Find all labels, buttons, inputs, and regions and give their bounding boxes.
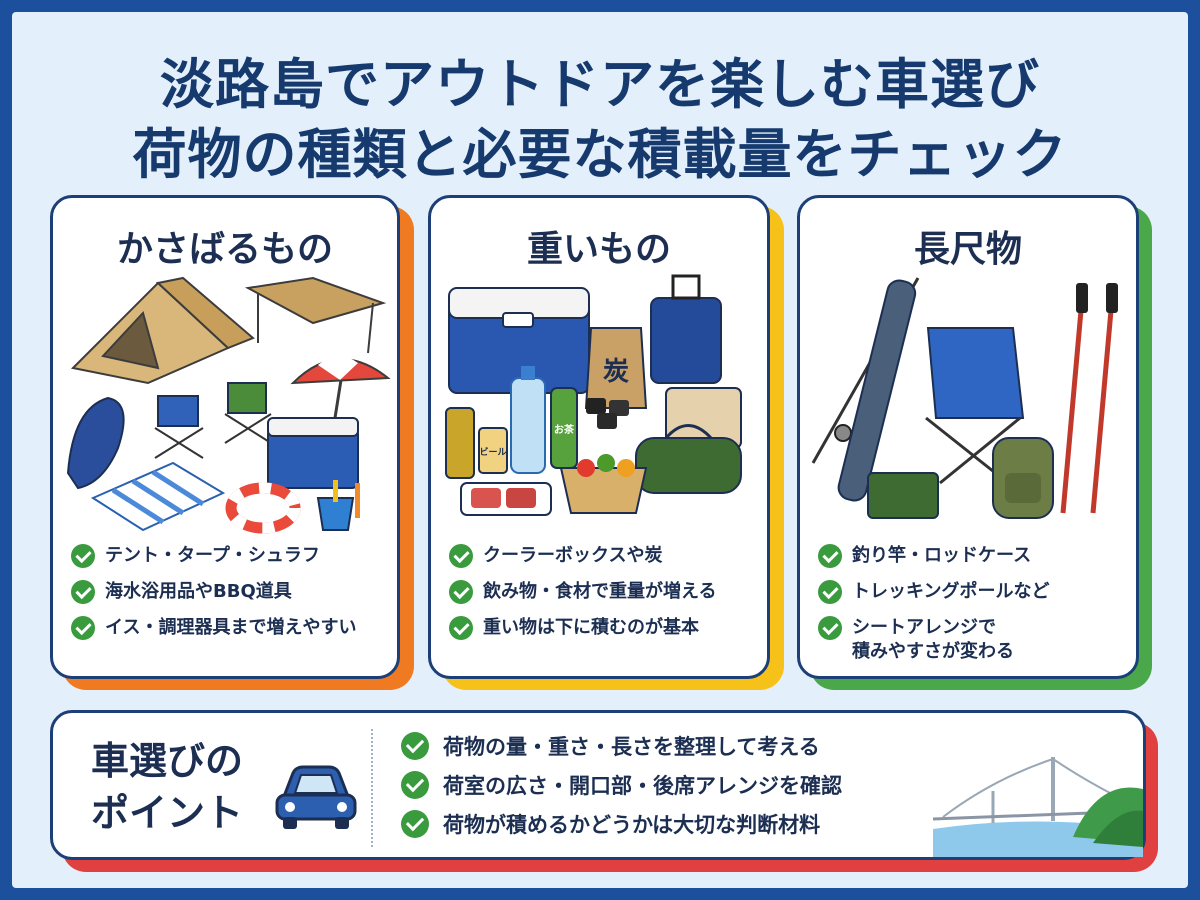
card-long-list: 釣り竿・ロッドケース トレッキングポールなど シートアレンジで積みやすさが変わる <box>818 544 1049 676</box>
list-item: クーラーボックスや炭 <box>449 544 716 568</box>
check-icon <box>818 544 842 568</box>
page-title-line1: 淡路島でアウトドアを楽しむ車選び <box>160 53 1040 116</box>
beach-mat-icon <box>90 461 226 532</box>
folding-chair-icon <box>154 395 204 459</box>
heavy-items-illustration: 炭 お茶 ビール <box>445 274 742 516</box>
check-icon <box>71 544 95 568</box>
list-item: 海水浴用品やBBQ道具 <box>71 580 356 604</box>
list-item: テント・タープ・シュラフ <box>71 544 356 568</box>
tea-label: お茶 <box>554 423 575 436</box>
vegetable-basket-icon <box>559 454 648 514</box>
check-icon <box>449 580 473 604</box>
suitcase-icon <box>650 274 722 384</box>
card-bulky: かさばるもの <box>50 195 400 679</box>
list-item: イス・調理器具まで増えやすい <box>71 616 356 640</box>
cooler-box-icon <box>267 417 359 489</box>
swim-ring-icon <box>225 482 301 534</box>
tent-icon <box>70 276 255 385</box>
duffel-bag-icon <box>635 424 742 494</box>
meat-tray-icon <box>460 482 552 516</box>
card-heavy-heading: 重いもの <box>526 229 671 270</box>
check-icon <box>818 616 842 640</box>
check-icon <box>401 771 429 799</box>
backpack-icon <box>992 437 1054 519</box>
list-item: 荷室の広さ・開口部・後席アレンジを確認 <box>401 770 842 800</box>
cooler-box-icon <box>448 287 590 394</box>
card-long-heading: 長尺物 <box>913 229 1022 270</box>
card-heavy: 重いもの 炭 <box>428 195 770 679</box>
charcoal-label: 炭 <box>603 357 629 387</box>
list-item: 荷物が積めるかどうかは大切な判断材料 <box>401 809 842 839</box>
list-item: 荷物の量・重さ・長さを整理して考える <box>401 731 842 761</box>
tackle-box-icon <box>867 472 939 519</box>
sand-bucket-icon <box>316 480 360 531</box>
camping-gear-illustration <box>66 276 391 534</box>
list-item: 飲み物・食材で重量が増える <box>449 580 716 604</box>
card-long: 長尺物 釣り竿・ロッドケース トレッキングポールなど シ <box>797 195 1139 679</box>
sleeping-bag-icon <box>66 396 125 490</box>
point-list: 荷物の量・重さ・長さを整理して考える 荷室の広さ・開口部・後席アレンジを確認 荷… <box>401 731 842 848</box>
list-item: 釣り竿・ロッドケース <box>818 544 1049 568</box>
beer-label: ビール <box>479 446 506 458</box>
card-heavy-list: クーラーボックスや炭 飲み物・食材で重量が増える 重い物は下に積むのが基本 <box>449 544 716 652</box>
divider <box>371 729 373 847</box>
oil-bottle-icon <box>445 407 475 479</box>
check-icon <box>71 616 95 640</box>
rod-case-icon <box>837 279 917 502</box>
check-icon <box>401 810 429 838</box>
trekking-pole-icon <box>1060 283 1118 514</box>
point-card: 車選びの ポイント 荷物の量・重さ・長さを整理して考える 荷室の広さ・開口部・後… <box>50 710 1146 860</box>
long-items-illustration <box>811 277 1118 519</box>
camp-chair-icon <box>925 327 1025 485</box>
check-icon <box>818 580 842 604</box>
water-bottle-icon <box>510 366 546 474</box>
list-item: シートアレンジで積みやすさが変わる <box>818 616 1049 664</box>
list-item: 重い物は下に積むのが基本 <box>449 616 716 640</box>
check-icon <box>449 544 473 568</box>
card-bulky-heading: かさばるもの <box>116 229 333 270</box>
check-icon <box>71 580 95 604</box>
check-icon <box>401 732 429 760</box>
point-heading: 車選びの ポイント <box>91 739 244 835</box>
car-icon <box>275 765 357 829</box>
list-item: トレッキングポールなど <box>818 580 1049 604</box>
tea-bottle-icon: お茶 <box>550 387 578 469</box>
beer-can-icon: ビール <box>478 427 508 474</box>
page-title-line2: 荷物の種類と必要な積載量をチェック <box>132 123 1068 186</box>
bridge-landscape-illustration <box>933 733 1143 857</box>
folding-chair-green-icon <box>224 382 272 444</box>
tarp-icon <box>244 276 387 354</box>
check-icon <box>449 616 473 640</box>
charcoal-lumps-icon <box>586 398 629 429</box>
card-bulky-list: テント・タープ・シュラフ 海水浴用品やBBQ道具 イス・調理器具まで増えやすい <box>71 544 356 652</box>
charcoal-bag-icon: 炭 <box>584 327 648 409</box>
